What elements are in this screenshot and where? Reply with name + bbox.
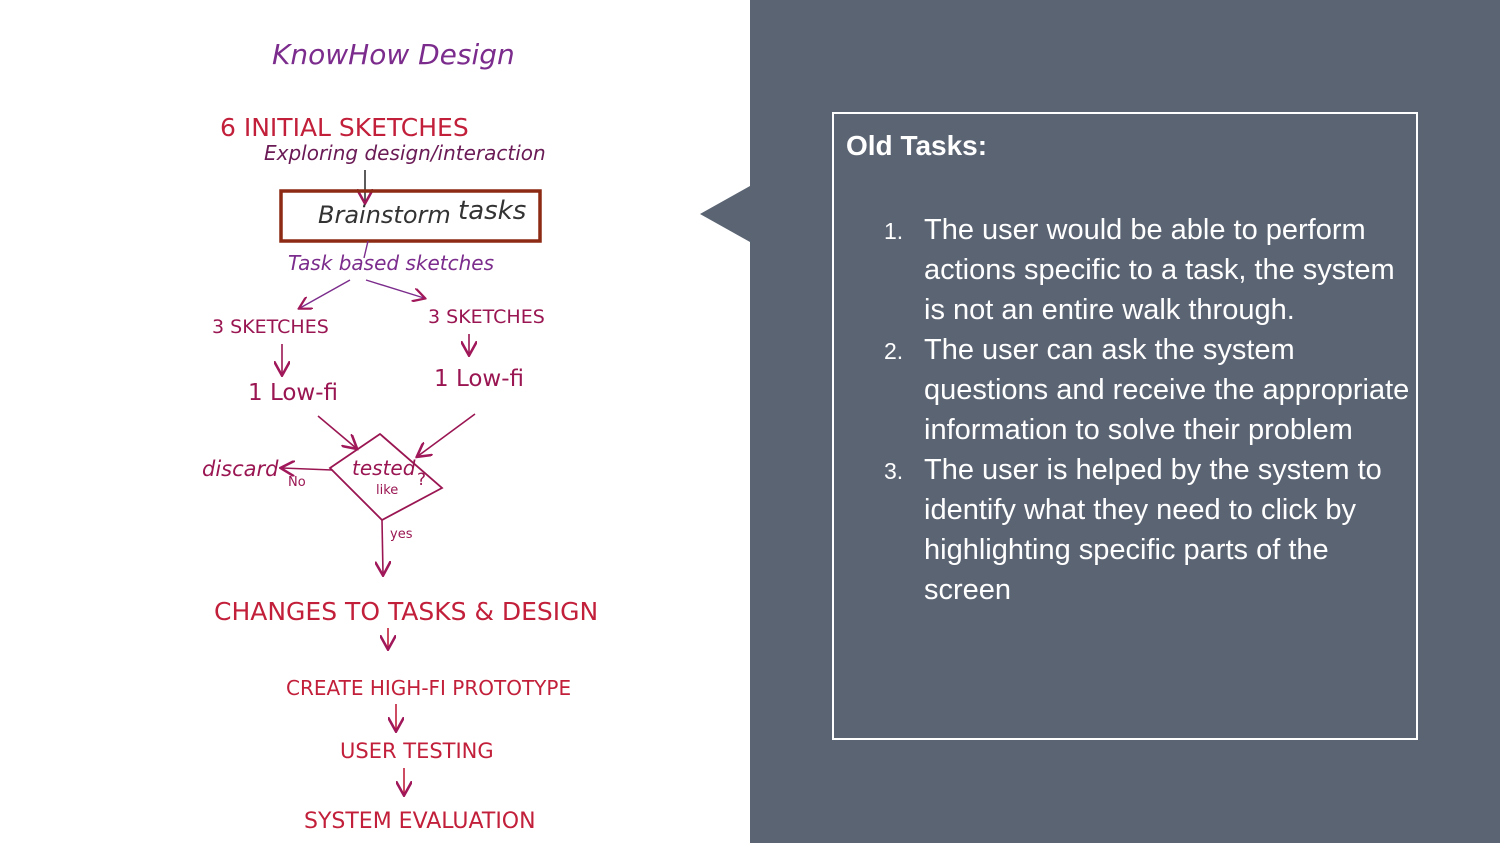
- connector-arrow: [282, 468, 333, 470]
- evaluation-label: SYSTEM EVALUATION: [304, 809, 536, 834]
- sketch-photo: KnowHow Design 6 INITIAL SKETCHES Explor…: [202, 38, 599, 834]
- connector-arrow: [365, 279, 424, 298]
- tested-label: tested: [352, 456, 416, 480]
- lowfi-left-label: 1 Low-fi: [248, 380, 338, 406]
- create-label: CREATE HIGH-FI PROTOTYPE: [286, 676, 571, 700]
- task-list: 1. The user would be able to perform act…: [874, 210, 1410, 610]
- list-item-number: 3.: [884, 458, 904, 484]
- lowfi-right-label: 1 Low-fi: [434, 366, 524, 392]
- sketches-left-label: 3 SKETCHES: [212, 316, 329, 338]
- list-item-text: The user would be able to perform action…: [924, 214, 1395, 326]
- sketch-title: KnowHow Design: [272, 38, 515, 71]
- discard-label: discard: [202, 457, 279, 481]
- list-item: 3. The user is helped by the system to i…: [874, 450, 1410, 610]
- connector-arrow: [382, 519, 383, 574]
- list-item-text: The user can ask the system questions an…: [924, 334, 1410, 446]
- old-tasks-box: Old Tasks: 1. The user would be able to …: [832, 112, 1418, 740]
- connector-arrow: [363, 240, 369, 259]
- list-item-number: 2.: [884, 338, 904, 364]
- connector-arrow: [317, 415, 356, 448]
- yes-label: yes: [390, 527, 413, 542]
- sketches-right-label: 3 SKETCHES: [428, 306, 545, 328]
- callout-pointer: [700, 186, 750, 242]
- list-item-text: The user is helped by the system to iden…: [924, 454, 1382, 606]
- user-testing-label: USER TESTING: [340, 739, 494, 763]
- like-label: like: [376, 483, 398, 498]
- tasks-label: tasks: [458, 196, 526, 226]
- list-item: 1. The user would be able to perform act…: [874, 210, 1410, 330]
- question-mark: ?: [417, 470, 426, 490]
- list-item-number: 1.: [884, 218, 904, 244]
- no-label: No: [288, 475, 306, 490]
- connector-arrow: [300, 279, 351, 308]
- flow-sketch: KnowHow Design 6 INITIAL SKETCHES Explor…: [202, 38, 598, 834]
- brainstorm-box: [279, 189, 542, 243]
- old-tasks-heading: Old Tasks:: [846, 130, 988, 161]
- initial-sketches-label: 6 INITIAL SKETCHES: [220, 113, 469, 142]
- brainstorm-label: Brainstorm: [318, 201, 451, 229]
- task-based-label: Task based sketches: [288, 251, 494, 275]
- content-panel: [750, 0, 1500, 843]
- connector-arrow: [418, 413, 476, 456]
- exploring-label: Exploring design/interaction: [264, 141, 546, 165]
- list-item: 2. The user can ask the system questions…: [874, 330, 1410, 450]
- changes-label: CHANGES TO TASKS & DESIGN: [214, 597, 598, 626]
